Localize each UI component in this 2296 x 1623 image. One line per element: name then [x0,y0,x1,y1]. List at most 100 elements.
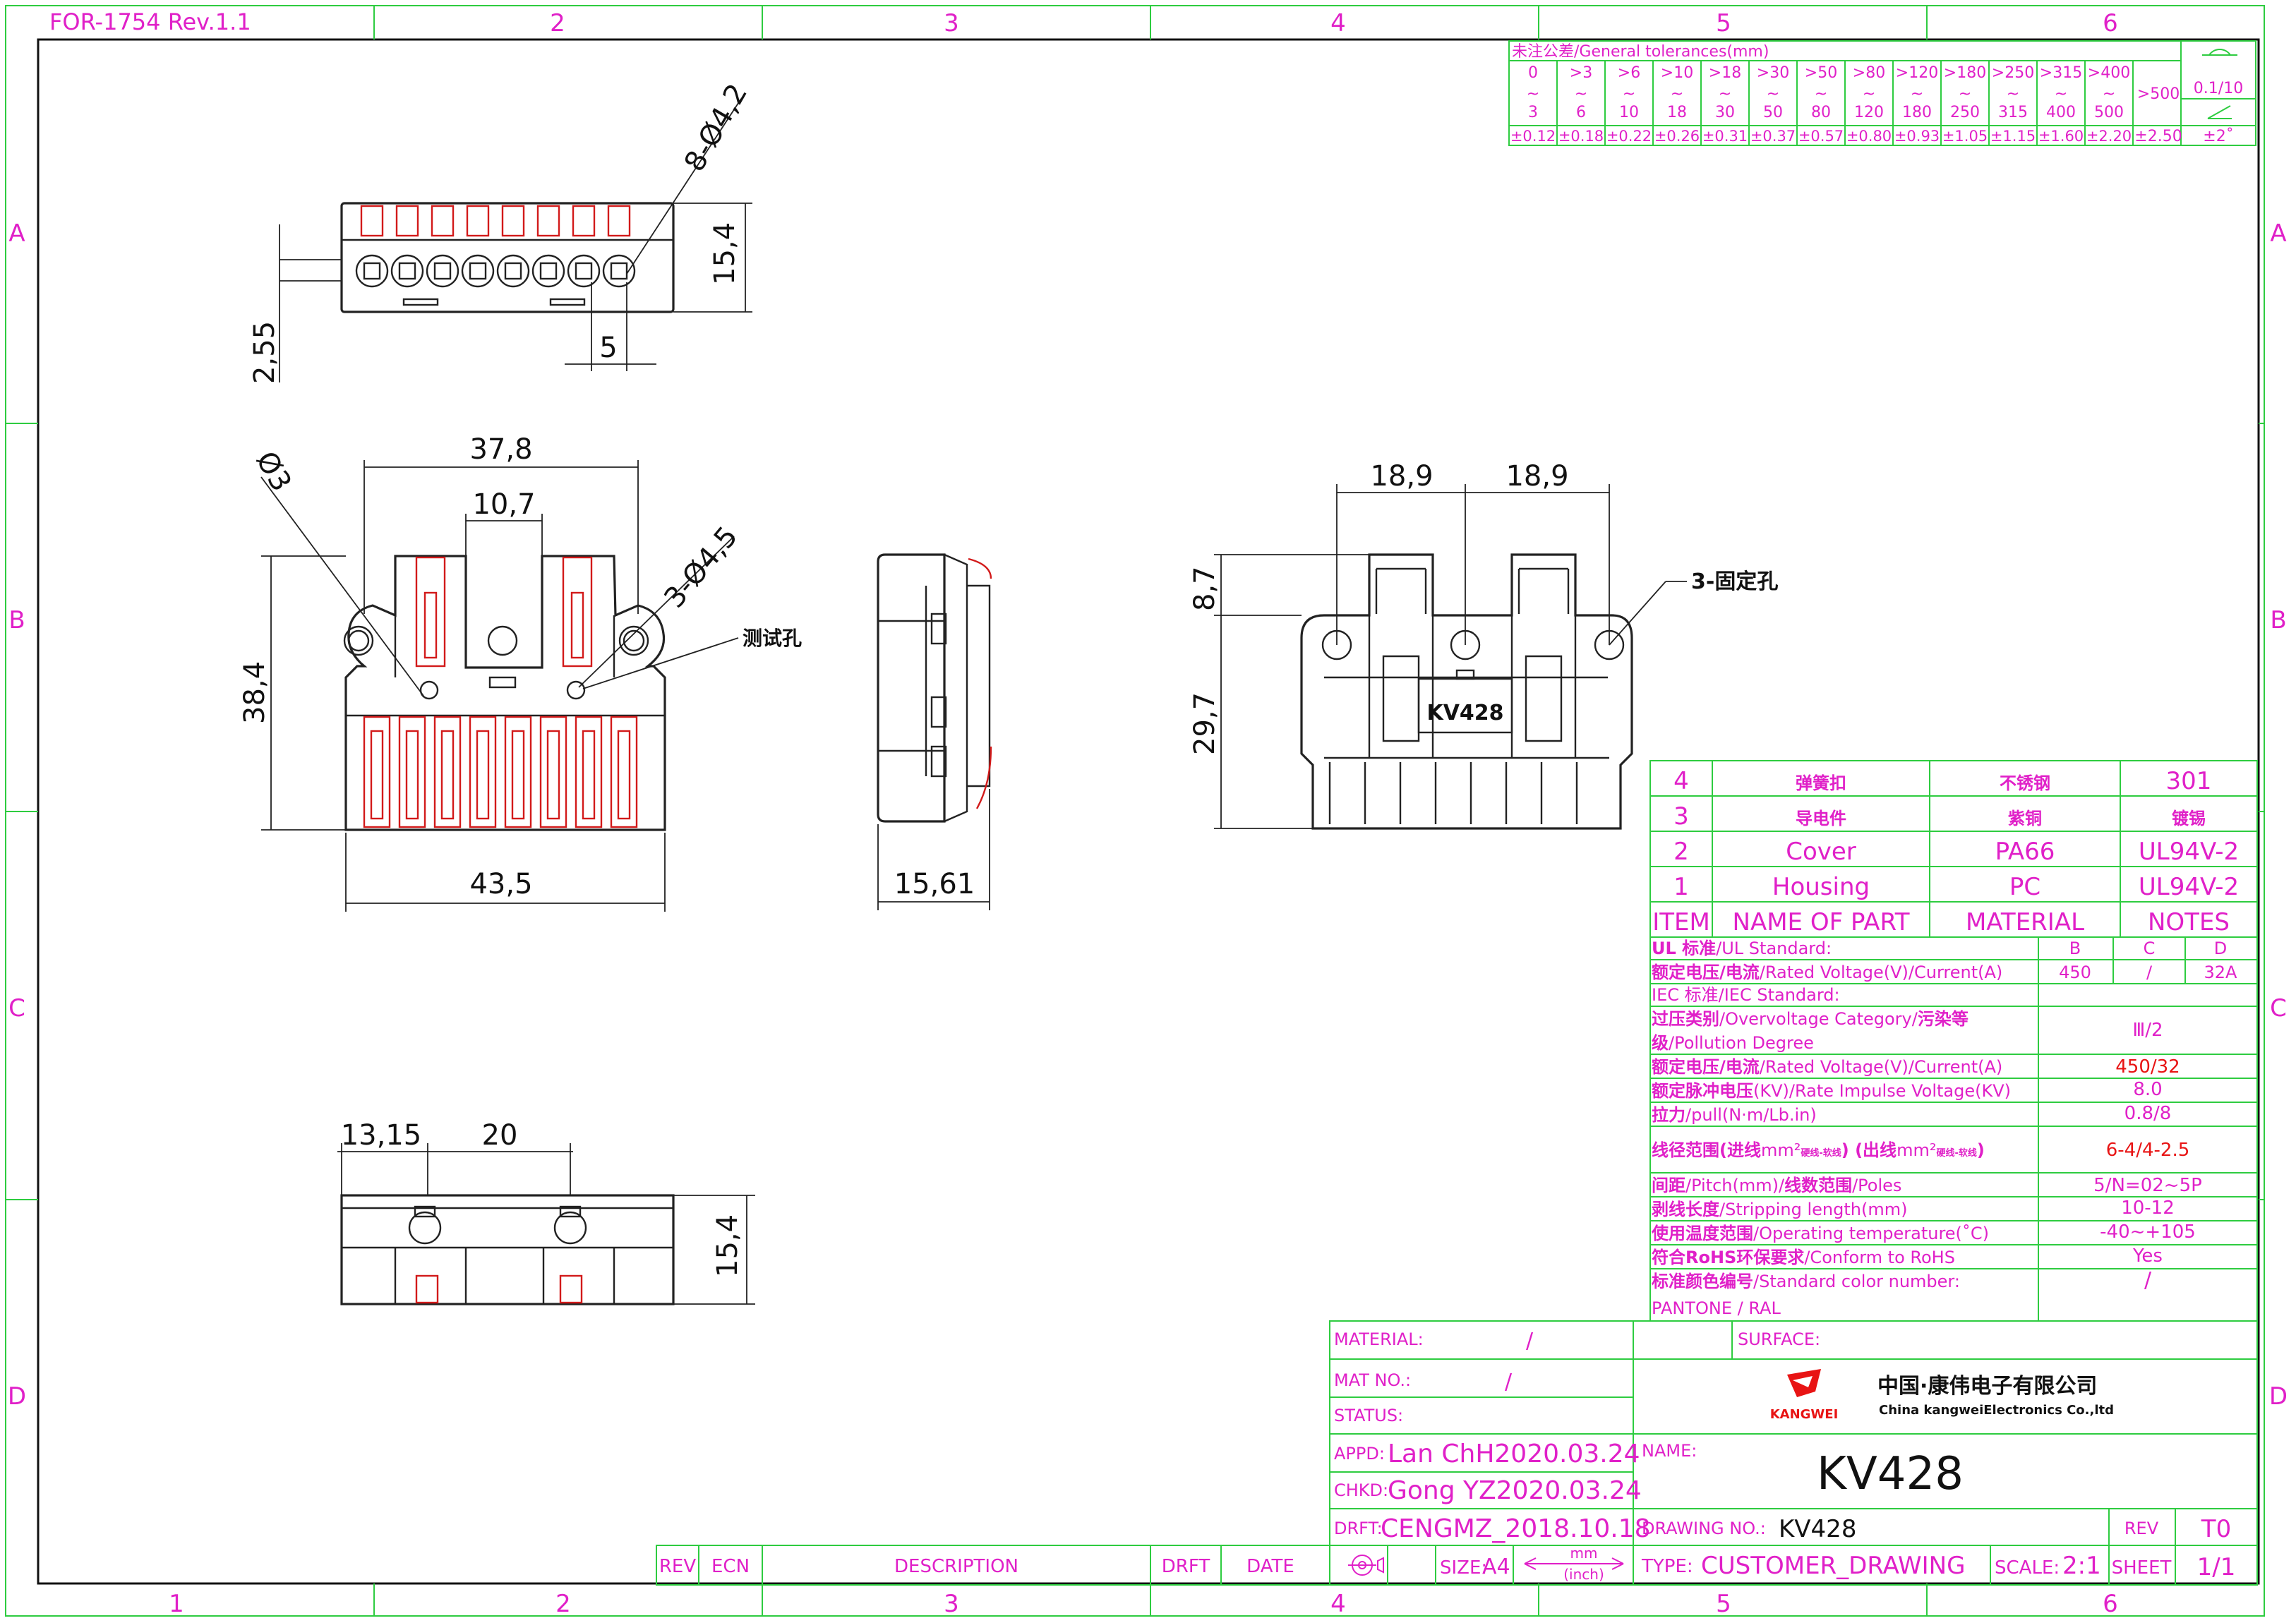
size-value: A4 [1482,1555,1510,1579]
chkd-label: CHKD: [1334,1480,1388,1500]
tolerance-range-from: >3 [1570,64,1592,82]
form-number: FOR-1754 Rev.1.1 [49,8,251,35]
bom-name: Housing [1772,873,1870,901]
drawing-no-value: KV428 [1779,1515,1856,1543]
spec-ul-rating-en: /Rated Voltage(V)/Current(A) [1760,963,2003,982]
tolerance-range-to: 400 [2046,104,2076,121]
sheet-value: 1/1 [2197,1553,2236,1581]
col-label: 1 [169,1590,184,1618]
drawing-no-label: DRAWING NO.: [1642,1519,1766,1538]
mat-no-value: / [1505,1370,1513,1394]
wire-hole [461,254,495,288]
col-label: 4 [1330,9,1346,37]
tolerance-tilde: ~ [1719,85,1731,103]
spec-pull-cn: 拉力 [1652,1105,1685,1125]
spec-overvoltage-en: /Overvoltage Category/ [1719,1009,1918,1029]
tolerance-range-to: 500 [2094,104,2124,121]
product-label: KV428 [1426,701,1503,725]
spec-ul-standard: UL 标准/UL Standard: [1652,939,1832,958]
projection-symbol-icon [1348,1555,1384,1576]
spec-wire-range-cn: 线径范围(进线 [1652,1140,1761,1160]
dim-pitch-top: 5 [599,332,617,364]
wire-hole-square [363,262,381,280]
title-block: REV ECN DESCRIPTION DRFT DATE MATERIAL: … [656,1320,2258,1586]
spec-wire-range-sup2: 硬线-软线 [1936,1147,1976,1159]
tolerance-value: ±0.18 [1558,128,1604,145]
bom-item: 1 [1673,873,1689,901]
release-slot [363,716,391,828]
release-slot [469,716,497,828]
material-label: MATERIAL: [1334,1329,1424,1349]
dim-hole-small: Ø3 [249,446,297,497]
release-slot-inner [511,730,525,820]
terminal-window [501,205,525,237]
spec-temp-cn: 使用温度范围 [1651,1224,1753,1243]
tolerance-range-to: 315 [1998,104,2028,121]
chkd-value: Gong YZ2020.03.24 [1388,1476,1642,1505]
tolerance-range-to: 180 [1902,104,1932,121]
tolerance-tilde: ~ [2103,85,2115,103]
appd-value: Lan ChH2020.03.24 [1388,1440,1640,1468]
wire-hole-square [504,262,522,280]
spec-pitch-en2: /Poles [1852,1176,1901,1195]
unit-inch: (inch) [1563,1566,1604,1583]
dim-holes-top: 8-Ø4,2 [678,78,754,177]
rev-header-ecn: ECN [711,1556,750,1577]
spec-color-en2: PANTONE / RAL [1652,1298,1781,1318]
spec-wire-range: 线径范围(进线mm²硬线-软线) (出线mm²硬线-软线) [1652,1140,1985,1160]
spec-pollution-en: /Pollution Degree [1669,1033,1814,1053]
release-slot-inner [546,730,560,820]
drft-value: CENGMZ_2018.10.18 [1381,1514,1651,1543]
release-slot [398,716,426,828]
spec-impulse-en: (KV)/Rate Impulse Voltage(KV) [1753,1081,2011,1101]
bom-item: 3 [1673,802,1689,831]
tolerance-last-range: >500 [2137,85,2180,103]
row-label: C [8,994,25,1022]
mat-no-label: MAT NO.: [1334,1370,1411,1390]
wire-hole [567,254,601,288]
col-label: 2 [550,9,565,37]
tolerance-tilde: ~ [1671,85,1683,103]
spec-strip: 剥线长度/Stripping length(mm) [1652,1200,1907,1219]
front-view: 37,8 10,7 Ø3 3-Ø4,5 测试孔 38,4 43,5 [239,433,802,912]
flatness-icon [2202,49,2237,56]
tolerance-title: 未注公差/General tolerances(mm) [1512,43,1769,61]
tolerance-last-tol: ±2.50 [2134,128,2182,145]
dim-slot: 10,7 [472,488,535,521]
spec-table: UL 标准/UL Standard: B C D 额定电压/电流/Rated V… [1649,936,2258,1322]
name-value: KV428 [1817,1448,1964,1500]
wire-hole [426,254,459,288]
spec-strip-en: /Stripping length(mm) [1719,1200,1907,1219]
tolerance-value: ±0.31 [1702,128,1748,145]
spec-color-cn: 标准颜色编号 [1652,1272,1753,1291]
bom-name: 导电件 [1796,809,1846,828]
spec-color-en: /Standard color number: [1753,1272,1960,1291]
flatness-value: 0.1/10 [2194,80,2243,97]
spec-iec-standard: IEC 标准/IEC Standard: [1652,985,1840,1005]
test-hole-label: 测试孔 [743,627,802,650]
spec-color: 标准颜色编号/Standard color number: [1652,1272,1960,1291]
tolerance-value: ±0.80 [1846,128,1892,145]
release-slot-inner [370,730,384,820]
terminal-window [536,205,560,237]
spec-overvoltage: 过压类别/Overvoltage Category/污染等 [1652,1009,1969,1029]
spec-wire-range-value: 6-4/4-2.5 [2106,1140,2190,1161]
bom-header-notes: NOTES [2148,908,2230,936]
tolerance-tilde: ~ [1623,85,1635,103]
row-label: A [8,219,25,248]
bom-name: Cover [1786,838,1856,866]
top-view: 8-Ø4,2 15,4 2,55 5 [248,78,754,384]
back-view: KV428 18,9 18,9 8,7 29,7 3-固定孔 [1189,460,1778,830]
angle-icon [2207,105,2232,119]
material-value: / [1526,1329,1534,1353]
size-label: SIZE: [1440,1557,1487,1579]
wire-hole [496,254,530,288]
tolerance-tilde: ~ [2007,85,2019,103]
bom-notes: UL94V-2 [2139,873,2239,901]
bottom-view: 13,15 20 15,4 [337,1119,755,1305]
tolerance-range-to: 10 [1619,104,1639,121]
spec-impulse-value: 8.0 [2133,1079,2162,1100]
tolerance-range-from: >315 [2040,64,2082,82]
type-value: CUSTOMER_DRAWING [1701,1552,1965,1580]
rev-header-rev: REV [659,1556,696,1577]
